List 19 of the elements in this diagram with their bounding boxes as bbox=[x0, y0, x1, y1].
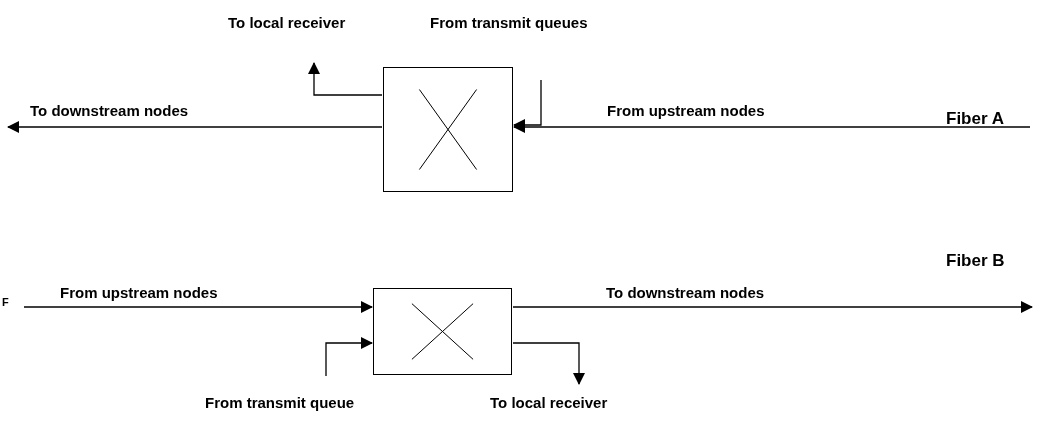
edge-label: From upstream nodes bbox=[607, 102, 765, 119]
arrow bbox=[512, 342, 585, 385]
fiber-label: Fiber A bbox=[946, 110, 1004, 127]
arrow bbox=[23, 301, 373, 313]
edge-label: To local receiver bbox=[228, 14, 346, 31]
edge-label: From transmit queues bbox=[430, 14, 588, 31]
text-fragment: F bbox=[2, 295, 9, 310]
crossbar-switch-box bbox=[383, 67, 513, 192]
fiber-label: Fiber B bbox=[946, 252, 1005, 269]
arrow bbox=[512, 301, 1033, 313]
edge-label: To downstream nodes bbox=[30, 102, 189, 119]
arrow bbox=[7, 121, 383, 133]
edge-label: From upstream nodes bbox=[60, 284, 218, 301]
edge-label: To downstream nodes bbox=[606, 284, 765, 301]
edge-label: To local receiver bbox=[490, 394, 608, 411]
arrow bbox=[325, 337, 373, 377]
crossbar-switch-box bbox=[373, 288, 512, 375]
edge-label: From transmit queue bbox=[205, 394, 355, 411]
arrow bbox=[308, 62, 383, 96]
